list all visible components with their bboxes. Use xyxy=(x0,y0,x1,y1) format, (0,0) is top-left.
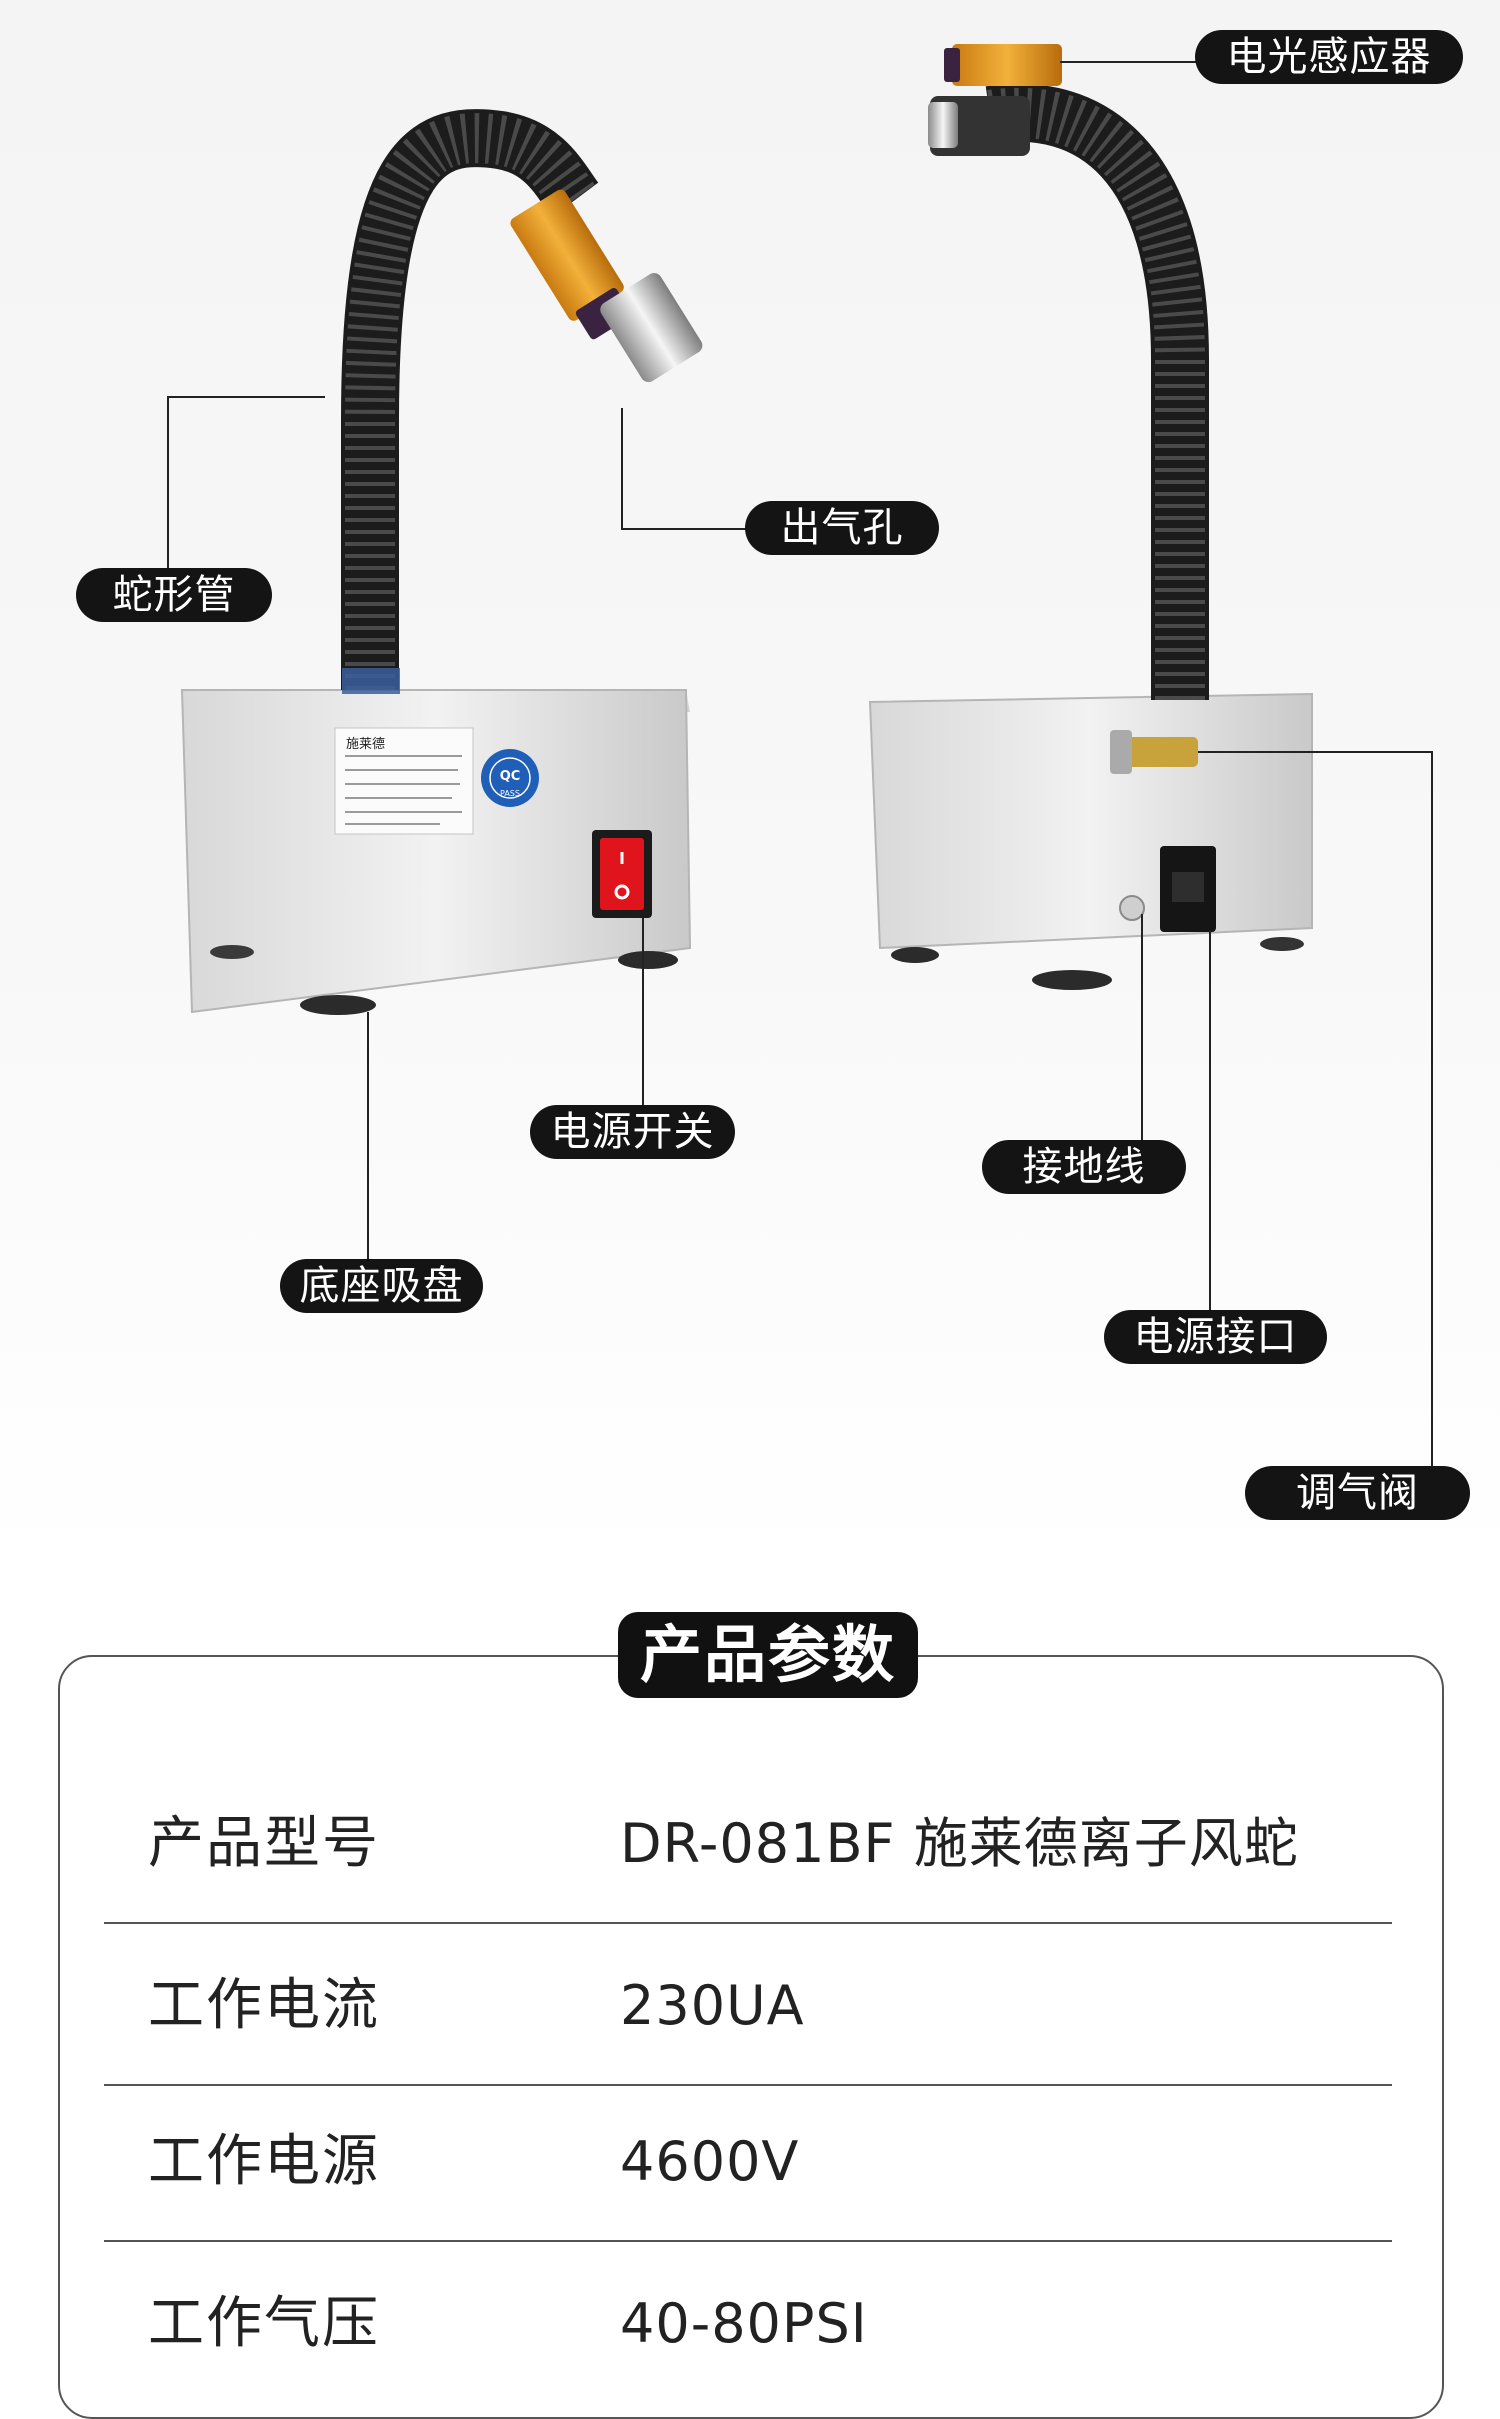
callout-air-valve: 调气阀 xyxy=(1245,1466,1470,1520)
photo-sensor-icon xyxy=(510,189,624,321)
left-box-body xyxy=(180,689,692,1014)
spec-value: 4600V xyxy=(620,2130,800,2193)
right-air-outlet xyxy=(928,102,958,148)
callout-ground-wire: 接地线 xyxy=(982,1140,1186,1194)
callout-air-outlet: 出气孔 xyxy=(745,501,939,555)
spec-key: 产品型号 xyxy=(148,1811,380,1876)
spec-row: 工作气压 40-80PSI xyxy=(104,2244,1392,2404)
air-valve-nut xyxy=(1110,730,1132,774)
left-suction-foot xyxy=(300,995,376,1015)
row-divider xyxy=(104,2084,1392,2086)
right-sensor-lens xyxy=(944,48,960,82)
callout-leaders xyxy=(167,61,1433,1466)
air-outlet-nozzle xyxy=(600,273,703,383)
qc-badge-pass: PASS xyxy=(500,789,520,798)
product-illustration: 施莱德 QC PASS xyxy=(167,44,1433,1466)
snake-tube xyxy=(341,109,599,690)
right-snake-tube xyxy=(985,83,1209,700)
spec-key: 工作电流 xyxy=(148,1973,380,2038)
spec-title: 产品参数 xyxy=(618,1612,918,1698)
spec-value: DR-081BF 施莱德离子风蛇 xyxy=(620,1812,1299,1875)
spec-key: 工作电源 xyxy=(148,2129,380,2194)
right-photo-sensor-icon xyxy=(952,44,1062,86)
row-divider xyxy=(104,2240,1392,2242)
right-suction-foot xyxy=(891,947,939,963)
callout-base-suction: 底座吸盘 xyxy=(280,1259,483,1313)
power-switch-icon xyxy=(600,838,644,910)
sticker-brand: 施莱德 xyxy=(346,737,385,752)
left-nozzle-head xyxy=(510,189,703,383)
spec-value: 40-80PSI xyxy=(620,2292,868,2355)
air-valve-icon xyxy=(1120,737,1198,767)
power-port-socket xyxy=(1172,872,1204,902)
qc-badge-text: QC xyxy=(500,769,521,784)
spec-key: 工作气压 xyxy=(148,2291,380,2356)
left-suction-foot xyxy=(618,951,678,969)
right-suction-foot xyxy=(1032,970,1112,990)
spec-row: 产品型号 DR-081BF 施莱德离子风蛇 xyxy=(104,1764,1392,1924)
left-unit: 施莱德 QC PASS xyxy=(180,109,703,1015)
hose-collar xyxy=(342,668,400,694)
spec-sticker xyxy=(334,727,474,835)
spec-row: 工作电流 230UA xyxy=(104,1926,1392,2086)
callout-photo-sensor: 电光感应器 xyxy=(1195,30,1463,84)
right-box-body xyxy=(868,692,1313,950)
sticker-lines-icon xyxy=(345,755,462,825)
right-unit xyxy=(868,44,1313,990)
spec-value: 230UA xyxy=(620,1974,805,2037)
right-suction-foot xyxy=(1260,937,1304,951)
ground-wire-terminal-icon xyxy=(1119,895,1145,921)
qc-badge-ring xyxy=(489,757,531,799)
callout-power-port: 电源接口 xyxy=(1104,1310,1327,1364)
spec-row: 工作电源 4600V xyxy=(104,2082,1392,2242)
callout-snake-tube: 蛇形管 xyxy=(76,568,272,622)
callout-power-switch: 电源开关 xyxy=(530,1105,735,1159)
row-divider xyxy=(104,1922,1392,1924)
left-suction-foot xyxy=(210,945,254,959)
